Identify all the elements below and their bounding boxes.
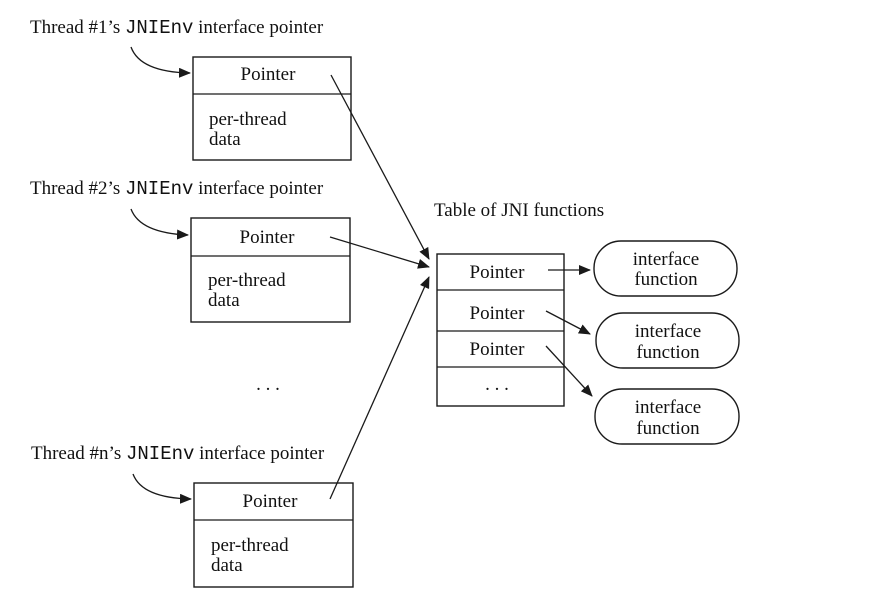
function-1-line1: interface [633, 249, 699, 270]
thread-2-to-table-arrow [329, 236, 430, 269]
thread-n-caption-arrow [132, 473, 192, 504]
thread-n-pointer-label: Pointer [243, 491, 299, 512]
row-3-to-function-arrow [545, 345, 593, 397]
interface-function-2: interface function [595, 312, 740, 369]
thread-2-data-line1: per-thread [208, 270, 286, 291]
function-3-line2: function [636, 418, 700, 439]
threads-ellipsis: . . . [256, 374, 280, 395]
function-3-line1: interface [635, 397, 701, 418]
thread-2-caption-arrow [130, 208, 189, 240]
thread-2-caption: Thread #2’s JNIEnv interface pointer [30, 178, 324, 200]
table-row-3: Pointer [470, 339, 526, 360]
thread-1-to-table-arrow [330, 74, 430, 260]
table-title: Table of JNI functions [434, 200, 604, 221]
thread-1-caption: Thread #1’s JNIEnv interface pointer [30, 17, 324, 39]
table-row-2: Pointer [470, 303, 526, 324]
thread-1-data-line2: data [209, 129, 241, 150]
thread-n-to-table-arrow [329, 276, 430, 500]
thread-1-env-box: Pointer per-thread data [192, 56, 352, 161]
thread-1-data-line1: per-thread [209, 109, 287, 130]
thread-2-data-line2: data [208, 290, 240, 311]
interface-function-3: interface function [594, 388, 740, 445]
function-1-line2: function [634, 269, 698, 290]
function-2-line2: function [636, 342, 700, 363]
row-2-to-function-arrow [545, 310, 591, 335]
table-ellipsis: . . . [485, 374, 509, 395]
thread-1-pointer-label: Pointer [241, 64, 297, 85]
thread-n-caption: Thread #n’s JNIEnv interface pointer [31, 443, 325, 465]
thread-n-data-line1: per-thread [211, 535, 289, 556]
table-row-1: Pointer [470, 262, 526, 283]
function-2-line1: interface [635, 321, 701, 342]
thread-n-data-line2: data [211, 555, 243, 576]
thread-1-caption-arrow [130, 46, 191, 78]
thread-2-env-box: Pointer per-thread data [190, 217, 351, 323]
interface-function-1: interface function [593, 240, 738, 297]
thread-2-pointer-label: Pointer [240, 227, 296, 248]
jni-function-table: Pointer Pointer Pointer . . . [436, 253, 565, 407]
thread-n-env-box: Pointer per-thread data [193, 482, 354, 588]
